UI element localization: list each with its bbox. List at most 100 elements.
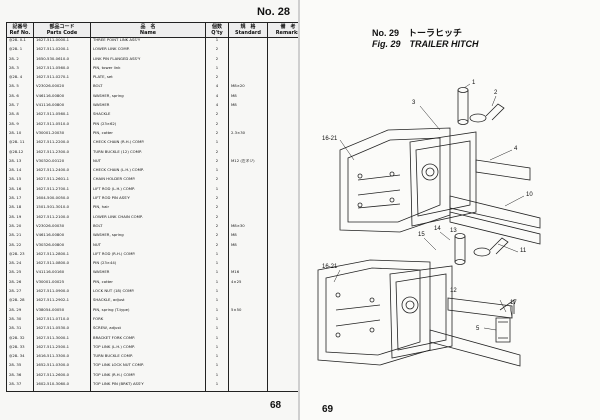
section-title: No. 28 [256, 6, 290, 18]
cell-ref: 28- 13 [6, 158, 34, 169]
cell-std: M8 [228, 93, 268, 104]
callout-17: 17 [510, 300, 517, 306]
cell-code: V30001-00025 [33, 279, 91, 290]
cell-name: BRACKET FORK COMP. [90, 335, 206, 345]
cell-ref: 28- 22 [6, 242, 34, 252]
cell-code: V41116-00160 [33, 270, 91, 280]
cell-std [228, 251, 268, 262]
trailer-hitch-exploded-diagram: 3 1 2 16-21 4 10 14 15 13 11 16-21 12 17… [317, 80, 541, 367]
lower-clevis [495, 317, 511, 343]
cell-ref: 28- 27 [6, 289, 34, 299]
callout-2: 2 [494, 90, 498, 96]
cell-name: BOLT [90, 84, 206, 94]
cell-ref: 28- 14 [6, 168, 34, 178]
col-rem-en: Remarks [275, 30, 301, 36]
cell-qty: 2 [205, 233, 229, 243]
cell-qty: 1 [205, 37, 229, 48]
cell-std [228, 37, 268, 48]
cell-name: FORK [90, 316, 206, 327]
col-qty-en: Q'ty [211, 30, 223, 36]
upper-hitch-pin [457, 87, 505, 125]
cell-qty: 2 [205, 130, 229, 141]
col-code-header: 部品コード Parts Code [33, 22, 91, 38]
cell-std [228, 47, 268, 57]
cell-ref: 28- 5 [6, 84, 34, 94]
cell-code: 1627-511-0710-0 [33, 316, 91, 327]
cell-std: M8 [228, 242, 268, 252]
parts-table: 記番号 Ref No. 部品コード Parts Code 品 名 Name 個数… [6, 22, 309, 393]
col-ref-header: 記番号 Ref No. [6, 22, 34, 38]
col-ref-jp: 記番号 [12, 24, 28, 30]
cell-name: TURN BUCKLE COMP. [90, 354, 206, 364]
cell-ref: 28- 2 [6, 56, 34, 66]
cell-name: LIFT ROD (R.H.) COMP. [90, 251, 206, 262]
cell-code: V41116-00800 [33, 103, 91, 113]
cell-name: LOWER LINK COMP. [90, 47, 206, 57]
cell-qty: 1 [205, 168, 229, 178]
cell-ref: 28- 31 [6, 326, 34, 336]
cell-name: PIN, tower link [90, 65, 206, 76]
cell-name: LIFT ROD PIN ASS'Y [90, 196, 206, 206]
cell-name: LINK PIN FLANGED ASS'Y [90, 56, 206, 66]
cell-code: 1627-511-2600-0 [33, 372, 91, 382]
cell-ref: 28- 16 [6, 186, 34, 197]
cell-std [228, 140, 268, 150]
cell-std [228, 363, 268, 373]
cell-ref: 28- 36 [6, 372, 34, 382]
col-rem-jp: 備 考 [280, 24, 296, 30]
cell-code: V30320-00120 [33, 158, 91, 169]
col-code-en: Parts Code [46, 30, 78, 36]
callout-16-21-upper: 16-21 [322, 136, 338, 142]
cell-qty: 2 [205, 112, 229, 122]
cell-qty: 1 [205, 307, 229, 317]
callout-11: 11 [520, 248, 527, 254]
cell-std [228, 149, 268, 159]
col-code-jp: 部品コード [49, 24, 75, 30]
cell-std [228, 56, 268, 66]
cell-name: PIN, cotter [90, 279, 206, 290]
cell-name: WASHER [90, 103, 206, 113]
callout-16-21-lower: 16-21 [322, 264, 338, 270]
cell-std: 2.3×30 [228, 130, 268, 141]
cell-qty: 2 [205, 196, 229, 206]
cell-ref: ◎28- 11 [6, 140, 34, 150]
cell-qty: 1 [205, 354, 229, 364]
cell-code: 1627-511-2300-0 [33, 149, 91, 159]
cell-code: V38054-00050 [33, 307, 91, 317]
cell-code: 1627-511-0000-1 [33, 37, 91, 48]
lower-drawbar [429, 297, 521, 367]
cell-ref: ◎28- 23 [6, 251, 34, 262]
upper-hitch-bracket [339, 127, 477, 233]
cell-name: SCREW, adjust [90, 326, 206, 336]
cell-name: NUT [90, 242, 206, 252]
cell-name: WASHER [90, 270, 206, 280]
cell-ref: 28- 30 [6, 316, 34, 327]
cell-qty: 2 [205, 158, 229, 169]
cell-code: V23026-00030 [33, 223, 91, 234]
cell-name: TOP LINK (L.H.) COMP. [90, 344, 206, 355]
cell-qty: 2 [205, 242, 229, 252]
cell-name: THREE POINT LINK ASS'Y [90, 37, 206, 48]
cell-code: 1627-511-0560-0 [33, 65, 91, 76]
cell-code: 1627-511-3000-1 [33, 335, 91, 345]
cell-code: 1627-511-2601-1 [33, 177, 91, 187]
cell-ref: ◎28-12 [6, 149, 34, 159]
cell-code: 1627-511-0800-0 [33, 261, 91, 271]
cell-name: TOP LINK (R.H.) COMP. [90, 372, 206, 382]
cell-qty: 1 [205, 251, 229, 262]
cell-code: 1627-511-2400-0 [33, 168, 91, 178]
cell-std [228, 75, 268, 85]
cell-qty: 1 [205, 372, 229, 382]
cell-qty: 2 [205, 47, 229, 57]
cell-name: PIN, hair [90, 205, 206, 215]
